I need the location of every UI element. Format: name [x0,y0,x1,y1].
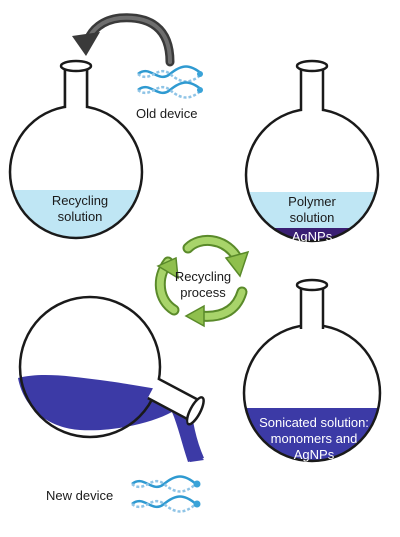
sonicated-solution-line1: Sonicated solution: [259,415,369,430]
flask-neck-fill [66,68,86,108]
polymer-solution-line2: solution [290,210,335,225]
curved-arrow-icon [72,13,175,67]
flask-neck [147,377,200,421]
flask-recycling-solution: Recycling solution [8,59,144,240]
sonicated-solution-line3: AgNPs [294,447,335,462]
agnps-label: AgNPs [292,229,333,244]
recycle-arrows-icon [154,235,250,328]
polymer-solution-line1: Polymer [288,194,336,209]
flask-lip [295,59,329,73]
recycling-process-line2: process [180,285,226,300]
flask-polymer-solution: Polymer solution AgNPs [244,59,380,244]
flask-pouring [18,295,205,462]
device-wave-icon [137,65,203,99]
flask-lip [185,396,205,426]
recycling-process-line1: Recycling [175,269,231,284]
old-device-label: Old device [136,106,197,121]
sonicated-solution-line2: monomers and [271,431,358,446]
flask-lip [59,59,93,73]
device-wave-icon [131,475,201,513]
flask-body [18,295,162,439]
recycling-solution-line1: Recycling [52,193,108,208]
flask-lip [295,278,329,292]
flask-neck [299,68,325,111]
flask-neck [299,287,325,329]
flask-sonicated-solution: Sonicated solution: monomers and AgNPs [242,278,382,463]
recycling-solution-line2: solution [58,209,103,224]
new-device-label: New device [46,488,113,503]
